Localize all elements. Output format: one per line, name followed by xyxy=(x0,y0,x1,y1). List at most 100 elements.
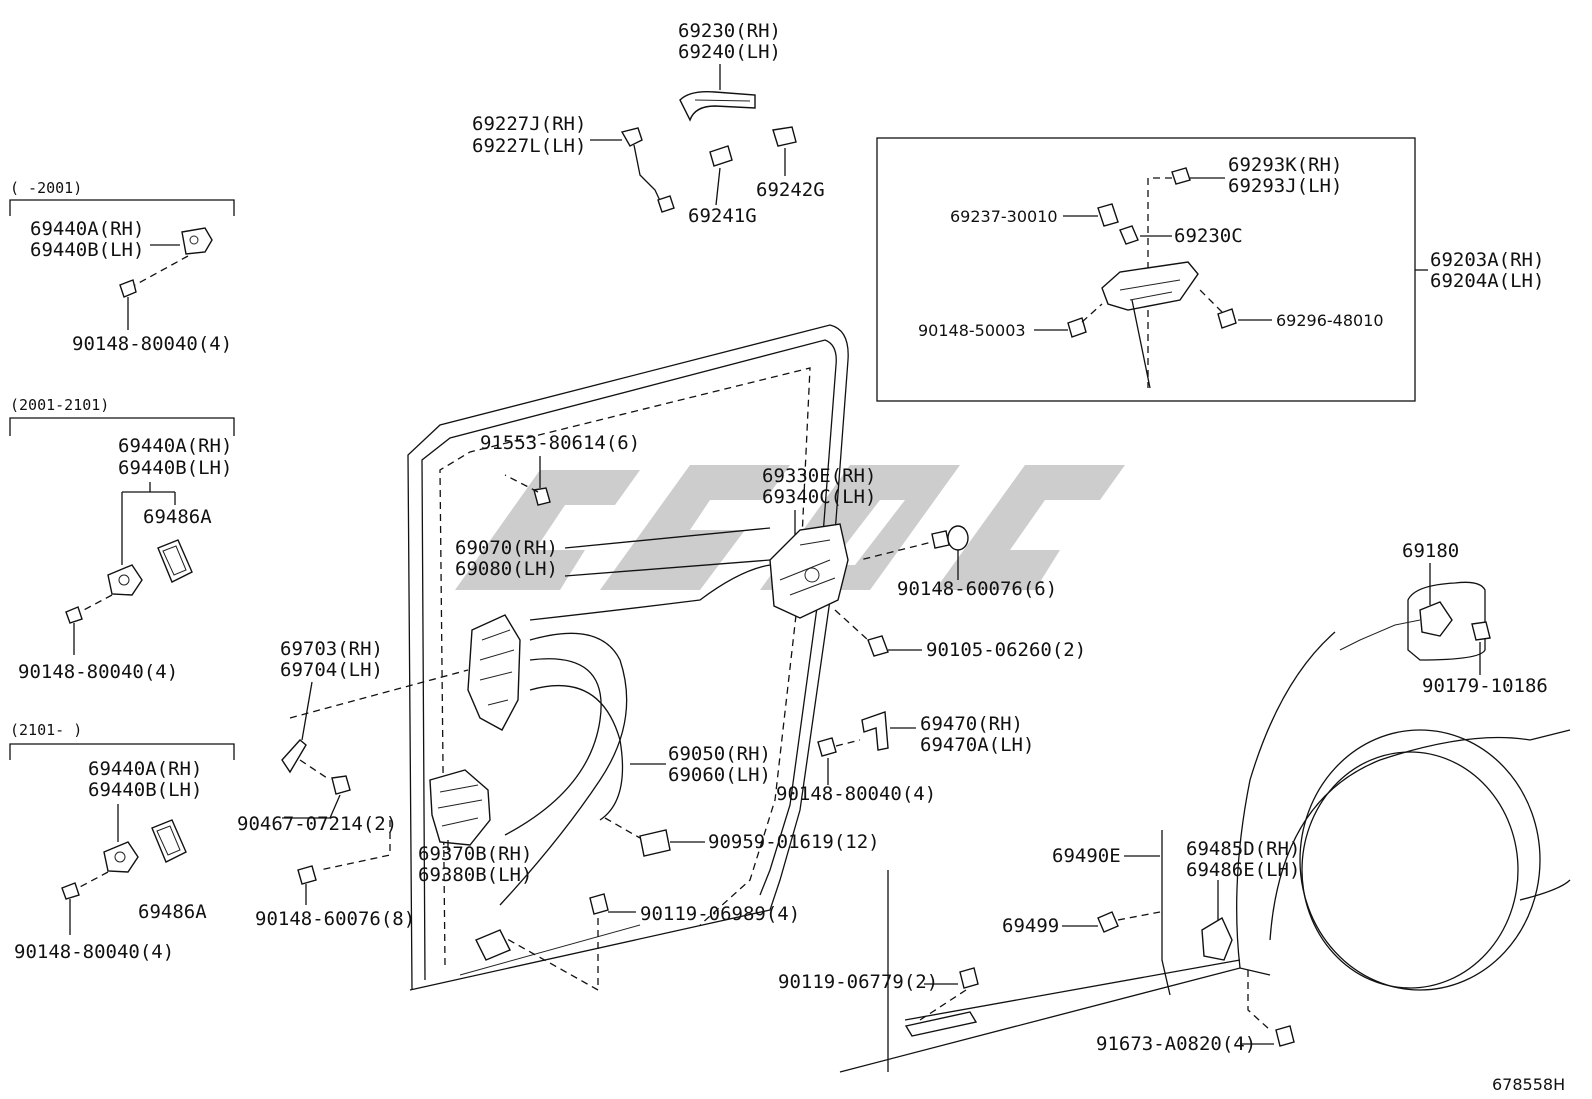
sill-plate xyxy=(904,1011,978,1037)
clamp xyxy=(639,829,671,857)
variant-1-part-b: 69440B(LH) xyxy=(30,239,144,261)
door-check-plate xyxy=(103,841,139,873)
inset-p1: 69237-30010 xyxy=(950,207,1058,226)
screw xyxy=(1275,1025,1295,1047)
variant-2: (2001-2101) 69440A(RH) 69440B(LH) 69486A… xyxy=(9,396,235,683)
variant-3-range: (2101- ) xyxy=(10,721,82,739)
inset-assembly-rh: 69203A(RH) xyxy=(1430,249,1544,271)
hinge-bracket xyxy=(1201,916,1233,961)
clip-label: 91553-80614(6) xyxy=(480,432,640,454)
variant-2-screw: 90148-80040(4) xyxy=(18,661,178,683)
clamp-label: 90959-01619(12) xyxy=(708,831,880,853)
pad-2: 69242G xyxy=(756,179,825,201)
lock-rh: 69330E(RH) xyxy=(762,465,876,487)
door-check-plate xyxy=(181,227,213,255)
body-screw: 91673-A0820(4) xyxy=(1096,1033,1256,1055)
variant-1-part-a: 69440A(RH) xyxy=(30,218,144,240)
screw xyxy=(1067,317,1087,338)
nut-a: 90467-07214(2) xyxy=(237,813,397,835)
body-cable-group: 69490E 69485D(RH) 69486E(LH) 69499 90119… xyxy=(778,830,1300,1055)
handle-assembly-inset: 69293K(RH) 69293J(LH) 69237-30010 69230C… xyxy=(876,137,1544,402)
striker-rh: 69470(RH) xyxy=(920,713,1023,735)
door-lock xyxy=(769,523,849,619)
key-cylinder xyxy=(1097,203,1119,227)
bolt xyxy=(867,635,889,657)
inset-cap-lh: 69293J(LH) xyxy=(1228,175,1342,197)
lock-lh: 69340C(LH) xyxy=(762,486,876,508)
remote-lh: 69704(LH) xyxy=(280,659,383,681)
inset-screw-1: 90148-50003 xyxy=(918,321,1026,340)
vehicle-body xyxy=(839,581,1571,1073)
bolt xyxy=(959,967,979,989)
cable-lh: 69080(LH) xyxy=(455,558,558,580)
fuel-nut: 90179-10186 xyxy=(1422,675,1548,697)
handle-rh: 69230(RH) xyxy=(678,20,781,42)
clip xyxy=(1097,911,1119,933)
cap xyxy=(1171,167,1191,185)
bolt xyxy=(589,893,609,915)
screw-b: 90148-80040(4) xyxy=(776,783,936,805)
latch-upper xyxy=(467,614,521,731)
clip xyxy=(533,487,551,506)
inset-screw-2: 69296-48010 xyxy=(1276,311,1384,330)
fuel-lid-opener xyxy=(1419,601,1453,637)
bolt-a: 90105-06260(2) xyxy=(926,639,1086,661)
cable2-lh: 69060(LH) xyxy=(668,764,771,786)
outside-handle-group: 69230(RH) 69240(LH) 69227J(RH) 69227L(LH… xyxy=(472,20,825,227)
screw xyxy=(1217,308,1237,329)
handle-lh: 69240(LH) xyxy=(678,41,781,63)
variant-3-part-a: 69440A(RH) xyxy=(88,758,202,780)
cable2-rh: 69050(RH) xyxy=(668,743,771,765)
nut xyxy=(1471,621,1491,641)
remote-rh: 69703(RH) xyxy=(280,638,383,660)
variant-2-part-b: 69440B(LH) xyxy=(118,457,232,479)
striker xyxy=(861,711,889,751)
nut xyxy=(331,775,351,795)
inset-assembly-lh: 69204A(LH) xyxy=(1430,270,1544,292)
cable-rh: 69070(RH) xyxy=(455,537,558,559)
handle-frame xyxy=(1101,261,1199,311)
bolt-b: 90119-06989(4) xyxy=(640,903,800,925)
remote-rod xyxy=(281,739,307,774)
body-bolt: 90119-06779(2) xyxy=(778,971,938,993)
inset-cap-rh: 69293K(RH) xyxy=(1228,154,1342,176)
variant-2-range: (2001-2101) xyxy=(10,396,109,414)
striker-lh: 69470A(LH) xyxy=(920,734,1034,756)
rod-rh: 69227J(RH) xyxy=(472,113,586,135)
variant-3: (2101- ) 69440A(RH) 69440B(LH) 69486A 90… xyxy=(9,721,235,963)
handle-rod xyxy=(620,127,643,147)
variant-1: ( -2001) 69440A(RH) 69440B(LH) 90148-800… xyxy=(9,179,235,355)
screw-c: 90148-60076(8) xyxy=(255,908,415,930)
hinge-lh: 69486E(LH) xyxy=(1186,859,1300,881)
screw-a: 90148-60076(6) xyxy=(897,578,1057,600)
plug xyxy=(947,525,969,551)
latch-lower xyxy=(429,769,491,846)
screw xyxy=(119,279,137,298)
variant-2-part-a: 69440A(RH) xyxy=(118,435,232,457)
body-cable: 69490E xyxy=(1052,845,1121,867)
screw xyxy=(817,737,837,757)
screw xyxy=(931,530,950,549)
screw xyxy=(61,882,80,900)
door-panel xyxy=(407,324,849,991)
fuel-label: 69180 xyxy=(1402,540,1459,562)
diagram-code: 678558H xyxy=(1492,1075,1565,1094)
pad-1: 69241G xyxy=(688,205,757,227)
variant-3-screw: 90148-80040(4) xyxy=(14,941,174,963)
variant-1-screw: 90148-80040(4) xyxy=(72,333,232,355)
latch-rh: 69370B(RH) xyxy=(418,843,532,865)
variant-3-cover: 69486A xyxy=(138,901,207,923)
latch-lh: 69380B(LH) xyxy=(418,864,532,886)
handle-pad xyxy=(709,145,733,167)
inset-p2: 69230C xyxy=(1174,225,1243,247)
screw xyxy=(297,865,317,885)
rod-lh: 69227L(LH) xyxy=(472,135,586,157)
variant-2-cover: 69486A xyxy=(143,506,212,528)
variant-3-part-b: 69440B(LH) xyxy=(88,779,202,801)
outside-handle xyxy=(679,90,756,122)
body-clip: 69499 xyxy=(1002,915,1059,937)
housing xyxy=(1119,225,1139,245)
hinge-rh: 69485D(RH) xyxy=(1186,838,1300,860)
handle-pad-2 xyxy=(772,126,797,147)
